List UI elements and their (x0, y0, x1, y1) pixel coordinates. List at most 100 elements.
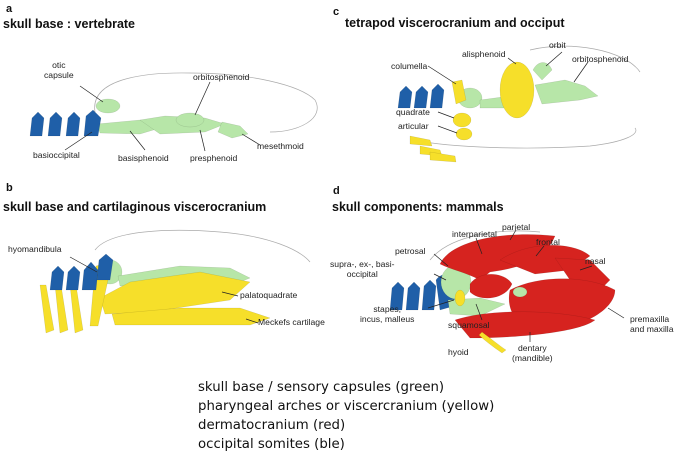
leader-line (427, 299, 455, 309)
label-parietal: parietal (502, 222, 531, 232)
leader-line (241, 133, 261, 146)
leader-line (579, 265, 593, 271)
label-columella: columella (391, 61, 428, 71)
meckels-cartilage-shape (111, 307, 271, 326)
palatoquadrate-shape (99, 271, 251, 315)
somite-shape (429, 83, 445, 109)
label-hyomandibula: hyomandibula (8, 244, 62, 254)
somite-shape (83, 109, 102, 137)
orbitosphenoid-shape (175, 112, 205, 128)
leader-line (573, 61, 589, 83)
somite-shape (96, 253, 114, 281)
leader-line (475, 237, 483, 255)
quadrate-shape (452, 112, 472, 128)
hyoid-shape (478, 331, 507, 354)
label-palatoquadrate: palatoquadrate (240, 290, 298, 300)
skull-outline (94, 229, 311, 263)
orbit-shape (532, 62, 553, 81)
label-nasal: nasal (585, 256, 606, 266)
leader-line (545, 51, 563, 67)
somite-shape (47, 111, 63, 137)
legend-item-yellow: pharyngeal arches or viscercranium (yell… (198, 399, 495, 414)
leader-line (535, 245, 545, 257)
panel-c: c tetrapod viscerocranium and occiput or… (330, 0, 685, 180)
leader-line (475, 303, 483, 321)
panel-c-letter: c (333, 6, 340, 18)
somite-shape (405, 281, 421, 311)
articular-shape (455, 127, 473, 141)
legend: skull base / sensory capsules (green) ph… (198, 378, 494, 454)
label-petrosal: petrosal (395, 246, 426, 256)
label-frontal: frontal (536, 237, 560, 247)
label-orbitosphenoid: orbitosphenoid (572, 54, 629, 64)
legend-item-blue: occipital somites (ble) (198, 437, 345, 452)
leader-line (199, 129, 206, 152)
panel-b-diagram (39, 229, 311, 334)
label-supra-ex-basi-occipital: supra-, ex-, basi- occipital (330, 259, 395, 279)
panel-b-letter: b (6, 182, 13, 194)
arch-shape (54, 284, 69, 334)
leader-line (509, 229, 517, 241)
label-stapes-incus-malleus: stapes, incus, malleus (360, 304, 415, 324)
mesethmoid-shape (217, 121, 249, 139)
dentary-shape (454, 311, 596, 339)
label-quadrate: quadrate (396, 107, 430, 117)
leader-line (437, 111, 455, 119)
leader-line (79, 85, 104, 103)
leader-line (507, 57, 517, 65)
leader-line (69, 256, 98, 273)
arch-shape (39, 284, 55, 334)
label-basioccipital: basioccipital (33, 150, 80, 160)
columella-shape (451, 79, 467, 105)
panel-a-title: skull base : vertebrate (3, 17, 136, 31)
panel-a: a skull base : vertebrate otic capsule o… (0, 0, 330, 180)
panel-c-title: tetrapod viscerocranium and occiput (345, 16, 565, 30)
panel-b-title: skull base and cartilaginous viscerocran… (3, 200, 267, 214)
label-presphenoid: presphenoid (190, 153, 238, 163)
alisphenoid-shape (499, 61, 535, 119)
somite-shape (49, 265, 65, 291)
somite-shape (29, 111, 45, 137)
somite-shape (65, 265, 81, 291)
leader-line (607, 307, 625, 319)
ossicle-shape (454, 289, 466, 307)
label-orbit: orbit (549, 40, 566, 50)
label-articular: articular (398, 121, 429, 131)
panel-d: d skull components: mammals parieta (330, 180, 685, 380)
label-otic-capsule: otic capsule (44, 60, 74, 80)
leader-line (64, 131, 93, 151)
legend-item-red: dermatocranium (red) (198, 418, 346, 433)
label-dentary: dentary (mandible) (512, 343, 553, 363)
somite-shape (421, 279, 437, 311)
label-hyoid: hyoid (448, 347, 469, 357)
arch-shape (409, 135, 433, 147)
capsule-shape (512, 286, 528, 298)
leader-line (433, 253, 449, 267)
arch-shape (429, 151, 457, 163)
somite-shape (397, 85, 413, 109)
basisphenoid-shape (96, 119, 161, 135)
label-premaxilla-maxilla: premaxilla and maxilla (630, 314, 674, 334)
skull-outline (529, 45, 641, 73)
somite-shape (65, 111, 81, 137)
somite-shape (413, 85, 429, 109)
label-orbitosphenoid: orbitosphenoid (193, 72, 250, 82)
panel-d-diagram (389, 229, 625, 354)
skull-outline (414, 127, 637, 149)
leader-line (427, 65, 457, 85)
panel-d-letter: d (333, 185, 340, 197)
label-alisphenoid: alisphenoid (462, 49, 506, 59)
label-interparietal: interparietal (452, 229, 497, 239)
leader-line (194, 81, 211, 116)
leader-line (129, 130, 146, 151)
somite-shape (81, 261, 99, 291)
somite-shape (389, 281, 405, 311)
label-basisphenoid: basisphenoid (118, 153, 169, 163)
leader-line (437, 125, 458, 134)
label-meckels-cartilage: Meckefs cartilage (258, 317, 325, 327)
label-mesethmoid: mesethmoid (257, 141, 304, 151)
squamosal-shape (469, 274, 513, 299)
skull-outline (94, 72, 318, 133)
arch-shape (69, 284, 84, 334)
orbitosphenoid-shape (534, 79, 599, 105)
